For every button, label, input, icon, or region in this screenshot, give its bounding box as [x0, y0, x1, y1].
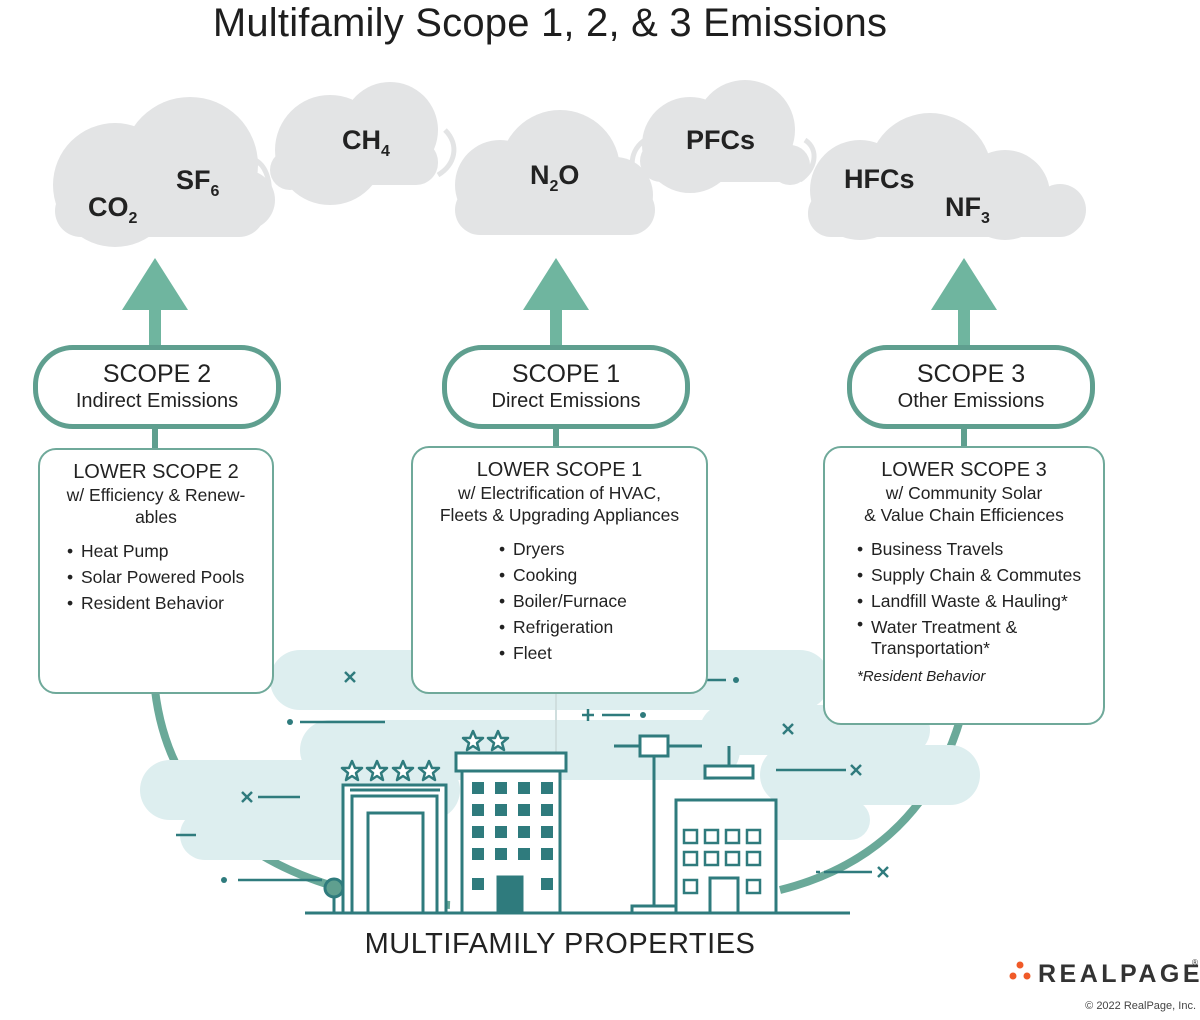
lower-scope-1-desc-line-1: w/ Electrification of HVAC, [458, 483, 661, 503]
brand-wordmark: REALPAGE [1038, 960, 1200, 988]
list-item: Supply Chain & Commutes [857, 562, 1093, 588]
list-item: Water Treatment & Transportation* [857, 614, 1051, 659]
lower-scope-1-list: Dryers Cooking Boiler/Furnace Refrigerat… [499, 536, 706, 666]
list-item: Heat Pump [67, 538, 272, 564]
building-windows [472, 782, 553, 890]
gas-sf6: SF6 [176, 165, 220, 201]
lower-scope-1-box: LOWER SCOPE 1 w/ Electrification of HVAC… [411, 446, 708, 694]
lower-scope-2-desc-line-2: ables [135, 507, 177, 527]
list-item: Boiler/Furnace [499, 588, 706, 614]
lower-scope-3-title: LOWER SCOPE 3 [881, 459, 1047, 481]
brand-mark [1009, 961, 1031, 980]
list-item: Landfill Waste & Hauling* [857, 588, 1093, 614]
cloud-bank [53, 80, 1086, 247]
lower-scope-3-desc-line-2: & Value Chain Efficiences [864, 505, 1064, 525]
list-item: Cooking [499, 562, 706, 588]
trademark-mark: ® [1192, 958, 1198, 967]
lower-scope-1-desc-line-2: Fleets & Upgrading Appliances [439, 505, 680, 525]
lower-scope-2-desc-line-1: w/ Efficiency & Renew- [66, 485, 246, 505]
gas-nf3: NF3 [945, 192, 990, 228]
list-item: Business Travels [857, 536, 1093, 562]
scope-1-pill: SCOPE 1 Direct Emissions [442, 345, 690, 429]
list-item: Dryers [499, 536, 706, 562]
list-item: Resident Behavior [67, 590, 272, 616]
lower-scope-2-box: LOWER SCOPE 2 w/ Efficiency & Renew- abl… [38, 448, 274, 694]
gas-pfcs: PFCs [686, 125, 756, 155]
resident-behavior-note: *Resident Behavior [857, 668, 986, 685]
scope-2-type: Indirect Emissions [75, 390, 239, 412]
scope-2-label: SCOPE 2 [102, 360, 212, 388]
lower-scope-3-box: LOWER SCOPE 3 w/ Community Solar & Value… [823, 446, 1105, 725]
page-title: Multifamily Scope 1, 2, & 3 Emissions [212, 1, 888, 45]
arrows [122, 258, 997, 350]
lower-scope-2-list: Heat Pump Solar Powered Pools Resident B… [67, 538, 272, 616]
copyright-notice: © 2022 RealPage, Inc. [1085, 1000, 1196, 1012]
lower-scope-2-title: LOWER SCOPE 2 [73, 461, 239, 483]
scope-2-pill: SCOPE 2 Indirect Emissions [33, 345, 281, 429]
multifamily-properties-label: MULTIFAMILY PROPERTIES [364, 928, 756, 960]
lower-scope-1-title: LOWER SCOPE 1 [476, 459, 643, 481]
lower-scope-3-list: Business Travels Supply Chain & Commutes… [857, 536, 1093, 659]
list-item: Refrigeration [499, 614, 706, 640]
gas-ch4: CH4 [342, 125, 390, 161]
scope-3-type: Other Emissions [897, 390, 1045, 412]
scope-3-pill: SCOPE 3 Other Emissions [847, 345, 1095, 429]
list-item: Fleet [499, 640, 706, 666]
gas-co2: CO2 [88, 192, 138, 228]
gas-hfcs: HFCs [844, 164, 915, 194]
rating-stars [340, 729, 510, 782]
decorative-marks [176, 671, 889, 882]
scope-1-label: SCOPE 1 [511, 360, 621, 388]
scope-3-label: SCOPE 3 [916, 360, 1026, 388]
scope-1-type: Direct Emissions [491, 390, 641, 412]
lower-scope-3-desc-line-1: w/ Community Solar [885, 483, 1043, 503]
gas-n2o: N2O [530, 160, 580, 196]
realpage-logo: REALPAGE ® [1000, 958, 1200, 992]
list-item: Solar Powered Pools [67, 564, 272, 590]
